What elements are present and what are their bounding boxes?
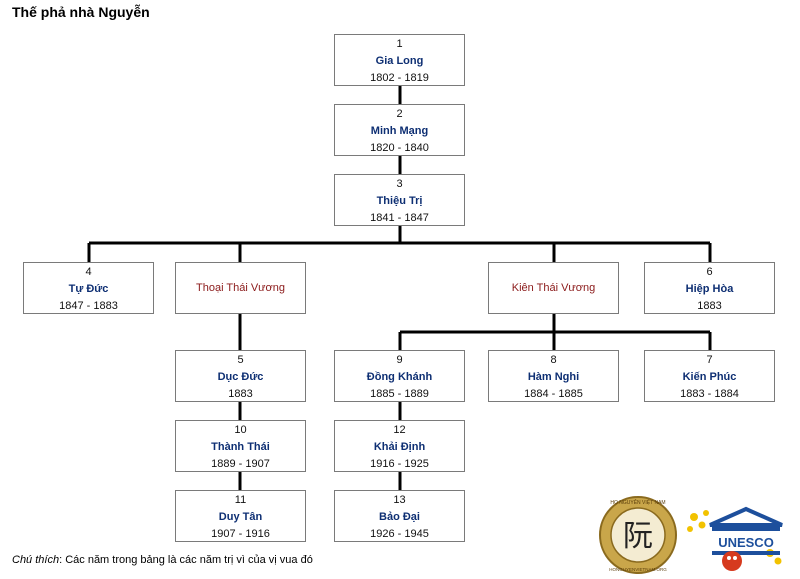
node-number: 2 [396,108,403,120]
node-duy-tan: 11 Duy Tân 1907 - 1916 [175,490,306,542]
node-name: Thiệu Trị [376,195,423,207]
node-kien-phuc: 7 Kiến Phúc 1883 - 1884 [644,350,775,402]
node-duc-duc: 5 Dục Đức 1883 [175,350,306,402]
footnote-text: : Các năm trong bảng là các năm trị vì c… [59,554,313,566]
node-number: 13 [393,494,406,506]
node-years: 1820 - 1840 [370,142,429,154]
svg-text:UNESCO: UNESCO [718,535,774,550]
node-years: 1926 - 1945 [370,528,429,540]
node-years: 1884 - 1885 [524,388,583,400]
logo-group: 阮 HỌ NGUYỄN VIỆT NAM HONGUYENVIETNAM.ORG… [599,496,783,574]
node-number: 4 [85,266,92,278]
svg-text:HONGUYENVIETNAM.ORG: HONGUYENVIETNAM.ORG [609,567,667,572]
ho-nguyen-seal-logo: 阮 HỌ NGUYỄN VIỆT NAM HONGUYENVIETNAM.ORG [599,496,677,574]
footnote-label: Chú thích [12,554,60,566]
node-name: Thoại Thái Vương [196,281,285,294]
page-title: Thế phả nhà Nguyễn [12,4,150,20]
node-name: Đồng Khánh [366,371,433,383]
node-gia-long: 1 Gia Long 1802 - 1819 [334,34,465,86]
node-years: 1907 - 1916 [211,528,270,540]
node-name: Kiến Phúc [682,371,737,383]
node-name: Bảo Đại [379,511,420,523]
node-number: 8 [550,354,557,366]
node-ham-nghi: 8 Hàm Nghi 1884 - 1885 [488,350,619,402]
node-number: 3 [396,178,403,190]
node-name: Dục Đức [217,371,264,383]
node-dong-khanh: 9 Đồng Khánh 1885 - 1889 [334,350,465,402]
node-name: Kiên Thái Vương [511,281,596,294]
node-years: 1889 - 1907 [211,458,270,470]
svg-text:阮: 阮 [623,519,653,554]
node-years: 1847 - 1883 [59,300,118,312]
node-number: 10 [234,424,247,436]
node-name: Tự Đức [68,283,109,295]
node-number: 9 [396,354,403,366]
node-name: Khải Định [373,441,426,453]
node-number: 7 [706,354,713,366]
node-years: 1802 - 1819 [370,72,429,84]
node-name: Hàm Nghi [527,371,580,383]
footnote: Chú thích: Các năm trong bảng là các năm… [12,554,313,566]
node-number: 6 [706,266,713,278]
node-khai-dinh: 12 Khải Định 1916 - 1925 [334,420,465,472]
node-years: 1883 [228,388,253,400]
node-name: Minh Mạng [370,125,429,137]
svg-text:HỌ NGUYỄN VIỆT NAM: HỌ NGUYỄN VIỆT NAM [610,498,665,506]
node-years: 1841 - 1847 [370,212,429,224]
node-minh-mang: 2 Minh Mạng 1820 - 1840 [334,104,465,156]
node-number: 5 [237,354,244,366]
node-number: 1 [396,38,403,50]
node-bao-dai: 13 Bảo Đại 1926 - 1945 [334,490,465,542]
node-name: Thành Thái [211,441,270,453]
node-thanh-thai: 10 Thành Thái 1889 - 1907 [175,420,306,472]
node-thieu-tri: 3 Thiệu Trị 1841 - 1847 [334,174,465,226]
node-number: 12 [393,424,406,436]
node-name: Hiệp Hòa [685,283,734,295]
node-hiep-hoa: 6 Hiệp Hòa 1883 [644,262,775,314]
node-years: 1883 - 1884 [680,388,739,400]
node-years: 1916 - 1925 [370,458,429,470]
node-kien-thai-vuong: Kiên Thái Vương [488,262,619,314]
node-number: 11 [234,494,247,506]
node-years: 1883 [697,300,722,312]
unesco-logo: UNESCO [709,506,783,571]
node-thoai-thai-vuong: Thoại Thái Vương [175,262,306,314]
node-tu-duc: 4 Tự Đức 1847 - 1883 [23,262,154,314]
node-name: Gia Long [375,55,424,67]
node-years: 1885 - 1889 [370,388,429,400]
node-name: Duy Tân [218,511,263,523]
